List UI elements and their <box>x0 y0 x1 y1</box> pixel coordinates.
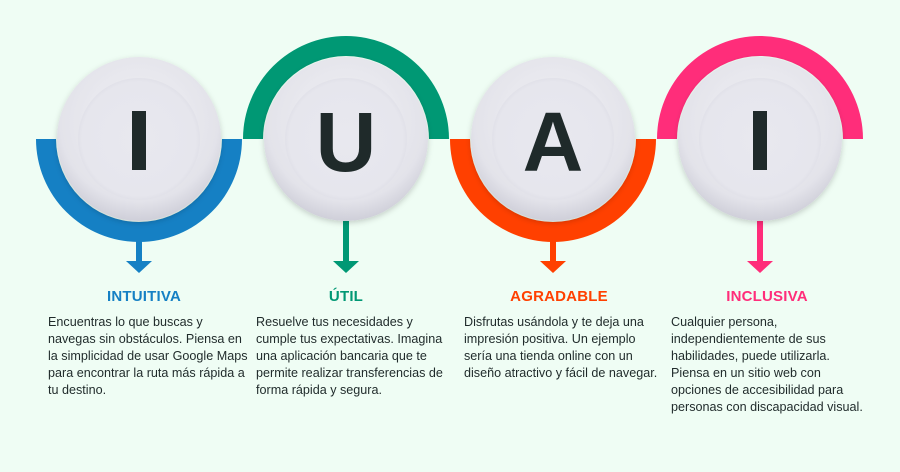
step-1-column: INTUITIVA Encuentras lo que buscas y nav… <box>48 288 248 399</box>
step-2-node: U <box>243 36 449 273</box>
step-3-title: AGRADABLE <box>510 288 608 305</box>
step-1-arrow-head <box>126 261 152 273</box>
step-1-title: INTUITIVA <box>106 288 182 305</box>
step-1-description: Encuentras lo que buscas y navegas sin o… <box>48 315 248 397</box>
step-1-arrow-stem <box>136 241 142 263</box>
step-4-arc <box>657 36 863 139</box>
letter-a-glyph: A <box>523 95 584 189</box>
step-2-column: ÚTIL Resuelve tus necesidades y cumple t… <box>256 288 456 399</box>
step-4-arrow-stem <box>757 221 763 264</box>
step-3-column: AGRADABLE Disfrutas usándola y te deja u… <box>464 288 664 382</box>
step-4-node <box>657 36 863 273</box>
step-2-title: ÚTIL <box>328 288 364 305</box>
step-4-arrow-head <box>747 261 773 273</box>
step-3-arrow-stem <box>550 241 556 263</box>
step-2-arc <box>243 36 449 139</box>
step-1-arc <box>36 139 242 242</box>
step-2-arrow-head <box>333 261 359 273</box>
letter-u-glyph: U <box>316 95 377 189</box>
step-2-description: Resuelve tus necesidades y cumple tus ex… <box>256 315 443 397</box>
step-4-column: INCLUSIVA Cualquier persona, independien… <box>671 288 871 416</box>
step-3-description: Disfrutas usándola y te deja una impresi… <box>464 315 658 380</box>
step-3-node: A <box>450 57 656 273</box>
step-4-description: Cualquier persona, independientemente de… <box>671 315 863 414</box>
step-1-node <box>36 57 242 273</box>
step-3-arc <box>450 139 656 242</box>
letter-i-glyph <box>132 111 146 170</box>
step-3-arrow-head <box>540 261 566 273</box>
step-2-arrow-stem <box>343 221 349 264</box>
step-4-title: INCLUSIVA <box>726 288 808 305</box>
process-diagram: U A <box>36 36 863 273</box>
letter-i2-glyph <box>753 111 767 170</box>
